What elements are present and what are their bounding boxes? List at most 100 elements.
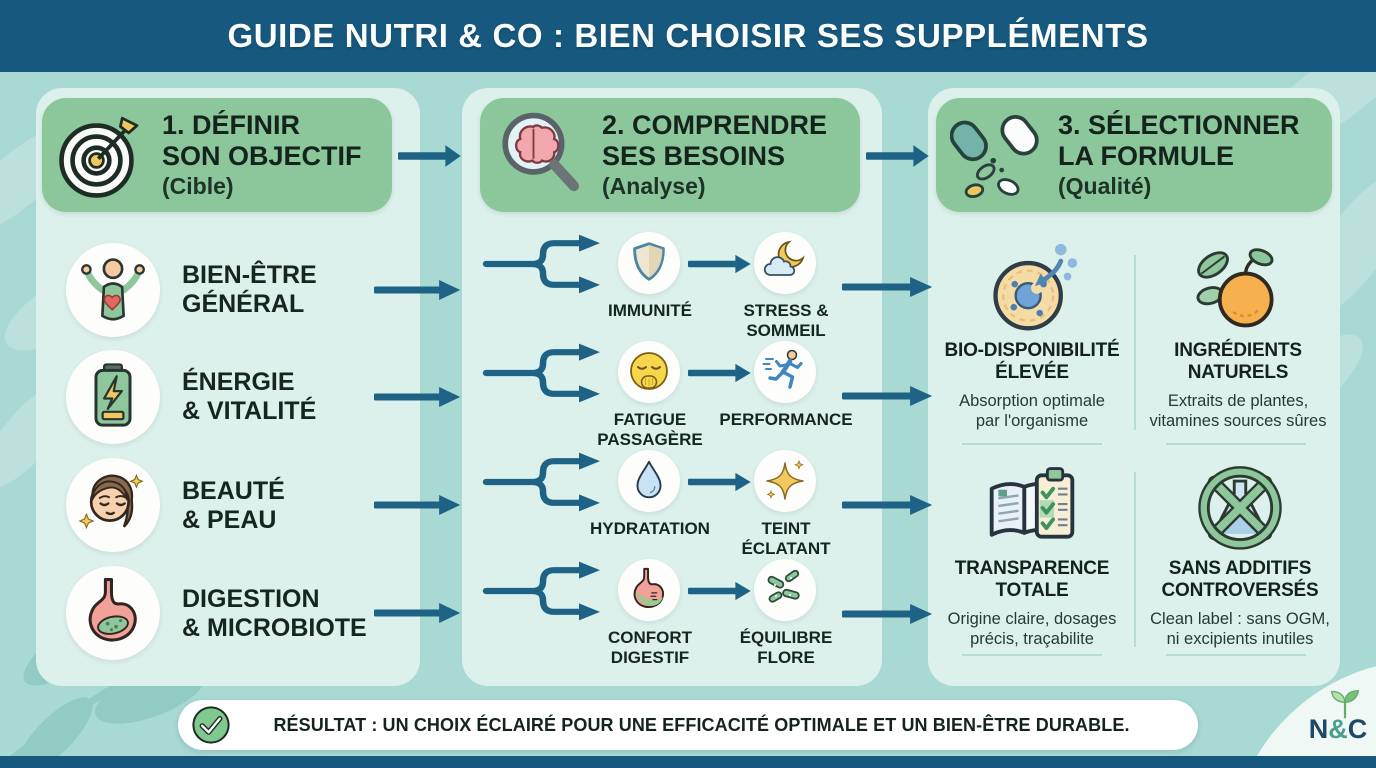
no-additives-icon (1198, 466, 1282, 550)
arrow-need-pair-4 (688, 580, 752, 602)
quality-desc: Extraits de plantes, vitamines sources s… (1149, 391, 1327, 430)
need-icon-circle (754, 341, 816, 403)
target-icon (59, 116, 139, 198)
objective-label: ÉNERGIE & VITALITÉ (182, 368, 317, 425)
quality-horizontal-divider (1166, 654, 1306, 656)
fork-arrow-row-4 (482, 555, 612, 627)
quality-cell-biodisponibilite: BIO-DISPONIBILITÉ ÉLEVÉE Absorption opti… (936, 240, 1128, 431)
quality-vertical-divider (1134, 255, 1136, 430)
objective-icon-circle (66, 350, 160, 444)
step-title: 2. COMPRENDRE SES BESOINS (602, 110, 828, 171)
arrow-needs-formula-1 (842, 275, 934, 299)
arrow-step2-step3 (866, 143, 930, 169)
need-icon-circle (754, 450, 816, 512)
check-icon (192, 706, 230, 744)
quality-title: TRANSPARENCE TOTALE (954, 558, 1110, 602)
need-icon-circle (618, 341, 680, 403)
arrow-objective-2 (374, 385, 462, 409)
need-icon-circle (618, 559, 680, 621)
quality-cell-ingredients: INGRÉDIENTS NATURELS Extraits de plantes… (1140, 240, 1336, 431)
water-drop-icon (636, 460, 662, 499)
quality-title: INGRÉDIENTS NATURELS (1174, 340, 1302, 384)
stomach-icon (88, 578, 137, 642)
person-wellness-icon (81, 258, 145, 321)
brand-logo-text: N&C (1309, 716, 1368, 743)
quality-cell-transparence: TRANSPARENCE TOTALE Origine claire, dosa… (936, 458, 1128, 649)
quality-horizontal-divider (962, 443, 1102, 445)
objective-icon-circle (66, 243, 160, 337)
fork-arrow-row-3 (482, 446, 612, 518)
step-header-2: 2. COMPRENDRE SES BESOINS (Analyse) (480, 98, 860, 212)
objective-label: BIEN-ÊTRE GÉNÉRAL (182, 261, 317, 318)
step-header-1: 1. DÉFINIR SON OBJECTIF (Cible) (42, 98, 392, 212)
need-label: CONFORT DIGESTIF (607, 628, 693, 668)
quality-desc: Absorption optimale par l'organisme (959, 391, 1105, 430)
logo-letter-n: N (1308, 714, 1329, 744)
quality-vertical-divider (1134, 472, 1136, 647)
quality-desc: Origine claire, dosages précis, traçabil… (947, 609, 1117, 648)
need-label: FATIGUE PASSAGÈRE (597, 410, 703, 450)
arrow-need-pair-1 (688, 253, 752, 275)
step-subtitle: (Analyse) (602, 172, 706, 199)
face-beauty-icon (78, 473, 144, 530)
need-label: HYDRATATION (590, 519, 710, 538)
need-icon-circle (618, 232, 680, 294)
objective-label: DIGESTION & MICROBIOTE (182, 585, 367, 642)
sprout-icon (1330, 689, 1360, 719)
logo-letter-c: C (1347, 714, 1368, 744)
need-icon-circle (754, 232, 816, 294)
fork-arrow-row-1 (482, 228, 612, 300)
stomach-icon (633, 567, 664, 608)
page-title: GUIDE NUTRI & CO : BIEN CHOISIR SES SUPP… (227, 17, 1149, 54)
quality-desc: Clean label : sans OGM, ni excipients in… (1150, 609, 1330, 648)
need-label: STRESS & SOMMEIL (743, 301, 829, 341)
bottom-strip (0, 756, 1376, 768)
arrow-needs-formula-3 (842, 493, 934, 517)
step-title: 3. SÉLECTIONNER LA FORMULE (1058, 110, 1300, 171)
battery-energy-icon (94, 363, 132, 427)
step-header-text: 2. COMPRENDRE SES BESOINS (Analyse) (602, 110, 827, 199)
objective-icon-circle (66, 566, 160, 660)
step-header-text: 3. SÉLECTIONNER LA FORMULE (Qualité) (1058, 110, 1300, 199)
yawning-face-icon (630, 352, 668, 390)
book-checklist-icon (989, 467, 1075, 539)
need-icon-circle (754, 559, 816, 621)
need-label: ÉQUILIBRE FLORE (739, 628, 833, 668)
logo-ampersand: & (1328, 714, 1348, 744)
step-subtitle: (Cible) (162, 172, 234, 199)
arrow-objective-4 (374, 601, 462, 625)
result-text: RÉSULTAT : UN CHOIX ÉCLAIRÉ POUR UNE EFF… (273, 714, 1130, 735)
objective-label: BEAUTÉ & PEAU (182, 477, 285, 534)
step-header-text: 1. DÉFINIR SON OBJECTIF (Cible) (162, 110, 362, 199)
cell-absorption-icon (993, 243, 1078, 331)
arrow-step1-step2 (398, 143, 462, 169)
quality-title: BIO-DISPONIBILITÉ ÉLEVÉE (944, 340, 1120, 384)
arrow-objective-3 (374, 493, 462, 517)
need-label: IMMUNITÉ (607, 301, 693, 320)
sparkle-icon (766, 460, 804, 500)
arrow-needs-formula-2 (842, 384, 934, 408)
arrow-objective-1 (374, 278, 462, 302)
fork-arrow-row-2 (482, 337, 612, 409)
quality-cell-sans-additifs: SANS ADDITIFS CONTROVERSÉS Clean label :… (1140, 458, 1340, 649)
runner-icon (762, 349, 803, 389)
quality-title: SANS ADDITIFS CONTROVERSÉS (1161, 558, 1319, 602)
arrow-need-pair-3 (688, 471, 752, 493)
shield-icon (633, 242, 665, 281)
brand-logo: N&C (1298, 688, 1376, 754)
magnifier-brain-icon (502, 112, 580, 192)
quality-horizontal-divider (962, 654, 1102, 656)
arrow-needs-formula-4 (842, 602, 934, 626)
objective-icon-circle (66, 458, 160, 552)
step-header-3: 3. SÉLECTIONNER LA FORMULE (Qualité) (936, 98, 1332, 212)
need-label: PERFORMANCE (719, 410, 853, 429)
result-banner: RÉSULTAT : UN CHOIX ÉCLAIRÉ POUR UNE EFF… (178, 700, 1198, 750)
title-banner: GUIDE NUTRI & CO : BIEN CHOISIR SES SUPP… (0, 0, 1376, 72)
probiotics-icon (767, 569, 800, 603)
capsule-leaves-icon (950, 115, 1039, 199)
quality-horizontal-divider (1166, 443, 1306, 445)
step-title: 1. DÉFINIR SON OBJECTIF (162, 110, 362, 171)
step-subtitle: (Qualité) (1058, 172, 1152, 199)
arrow-need-pair-2 (688, 362, 752, 384)
